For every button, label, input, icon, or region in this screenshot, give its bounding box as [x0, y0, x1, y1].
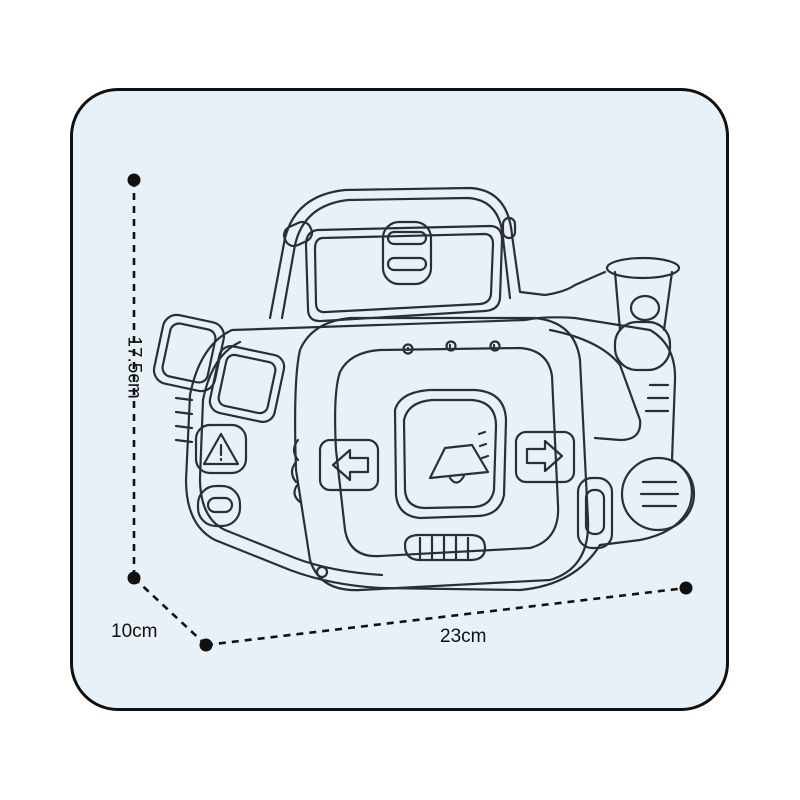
wheel-hub-inner [402, 398, 498, 510]
wheel-dot-2 [445, 340, 457, 352]
left-arrow-icon [331, 448, 370, 482]
depth-label: 10cm [111, 621, 158, 642]
left-mirror-inner [161, 322, 217, 384]
right-arrow-button [514, 430, 576, 484]
left-hand-grip [290, 438, 302, 504]
screen-inner [313, 232, 495, 314]
width-end-endpoint [679, 581, 693, 595]
horn-pill-button [196, 484, 242, 528]
right-arrow-icon [525, 439, 564, 473]
dimension-endpoints [127, 173, 693, 652]
depth-dimension-line [133, 577, 207, 646]
shifter-top-cup [605, 256, 681, 280]
shifter-neck [613, 270, 674, 332]
side-toggle-inner [584, 488, 606, 536]
wheel-top-dots [406, 343, 496, 352]
height-label: 17.5cm [123, 336, 145, 399]
shifter-knob [629, 294, 661, 322]
side-toggle-switch [576, 476, 614, 550]
left-side-screen-inner [217, 353, 277, 415]
camera-lens-top [386, 230, 428, 246]
bottom-hand-grip [403, 533, 487, 562]
left-side-screen [208, 345, 286, 423]
left-arrow-button [318, 438, 380, 492]
wheel-screw [315, 565, 329, 579]
wheel-dot-3 [489, 340, 501, 352]
dimension-lines [132, 180, 687, 647]
wheel-hub [393, 388, 508, 520]
hood-right-light [501, 216, 517, 240]
left-vents [174, 396, 194, 444]
steering-wheel-inner-rim [334, 346, 560, 558]
front-corner-endpoint [199, 638, 213, 652]
round-button-grooves [639, 480, 680, 508]
toy-body-outline [184, 316, 693, 592]
right-round-button [620, 456, 696, 532]
shifter-base [613, 320, 672, 372]
grip-ridges [418, 535, 470, 561]
width-label: 23cm [440, 626, 487, 647]
hood-inner-line [280, 196, 512, 320]
wheel-dot-1 [402, 343, 414, 355]
bell-icon [428, 443, 490, 484]
horn-pill-inner [206, 496, 234, 514]
hood-left-light [282, 220, 314, 248]
hub-indicator-dots [477, 430, 490, 460]
toy-drawing [152, 186, 696, 592]
toy-body-inner [198, 340, 384, 577]
hazard-triangle [202, 432, 240, 466]
height-top-endpoint [127, 173, 141, 187]
side-vents [644, 383, 670, 413]
camera-lens-bottom [386, 256, 428, 272]
hazard-button [194, 423, 248, 475]
corner-endpoint [127, 571, 141, 585]
width-dimension-line [205, 586, 687, 647]
right-side-panel [548, 328, 642, 442]
dashboard-screen [304, 224, 504, 323]
camera-module [381, 220, 433, 286]
dashboard-hood [268, 186, 607, 320]
